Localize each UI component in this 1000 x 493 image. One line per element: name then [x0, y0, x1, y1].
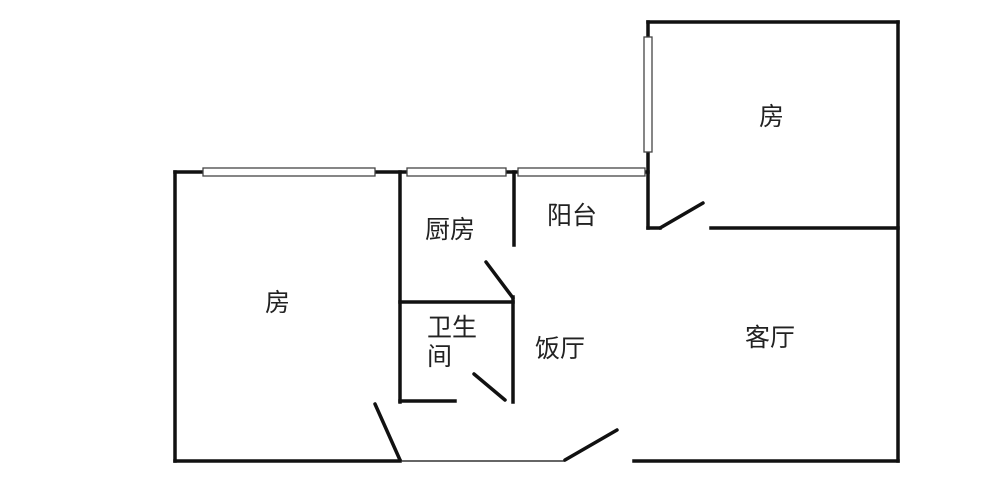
label-living: 客厅	[745, 323, 795, 352]
walls	[173, 20, 900, 463]
window	[202, 167, 376, 177]
label-kitchen: 厨房	[425, 215, 475, 244]
label-bedroom-right: 房	[759, 102, 784, 131]
door-left-bedroom	[373, 402, 402, 462]
label-bathroom-line1: 卫生	[427, 313, 477, 342]
window	[406, 167, 507, 177]
room-labels: 房 房 厨房 阳台 卫生 间 饭厅 客厅	[265, 102, 795, 371]
door-entrance	[563, 428, 619, 462]
door-kitchen	[484, 260, 515, 300]
window	[517, 167, 646, 177]
door-bathroom	[472, 372, 507, 402]
door-right-bedroom	[658, 201, 705, 230]
windows	[202, 36, 653, 177]
window	[643, 36, 653, 153]
label-bathroom-line2: 间	[427, 342, 452, 371]
label-bedroom-left: 房	[265, 288, 290, 317]
label-dining: 饭厅	[535, 334, 585, 363]
doors	[373, 201, 705, 462]
label-balcony: 阳台	[547, 201, 597, 230]
